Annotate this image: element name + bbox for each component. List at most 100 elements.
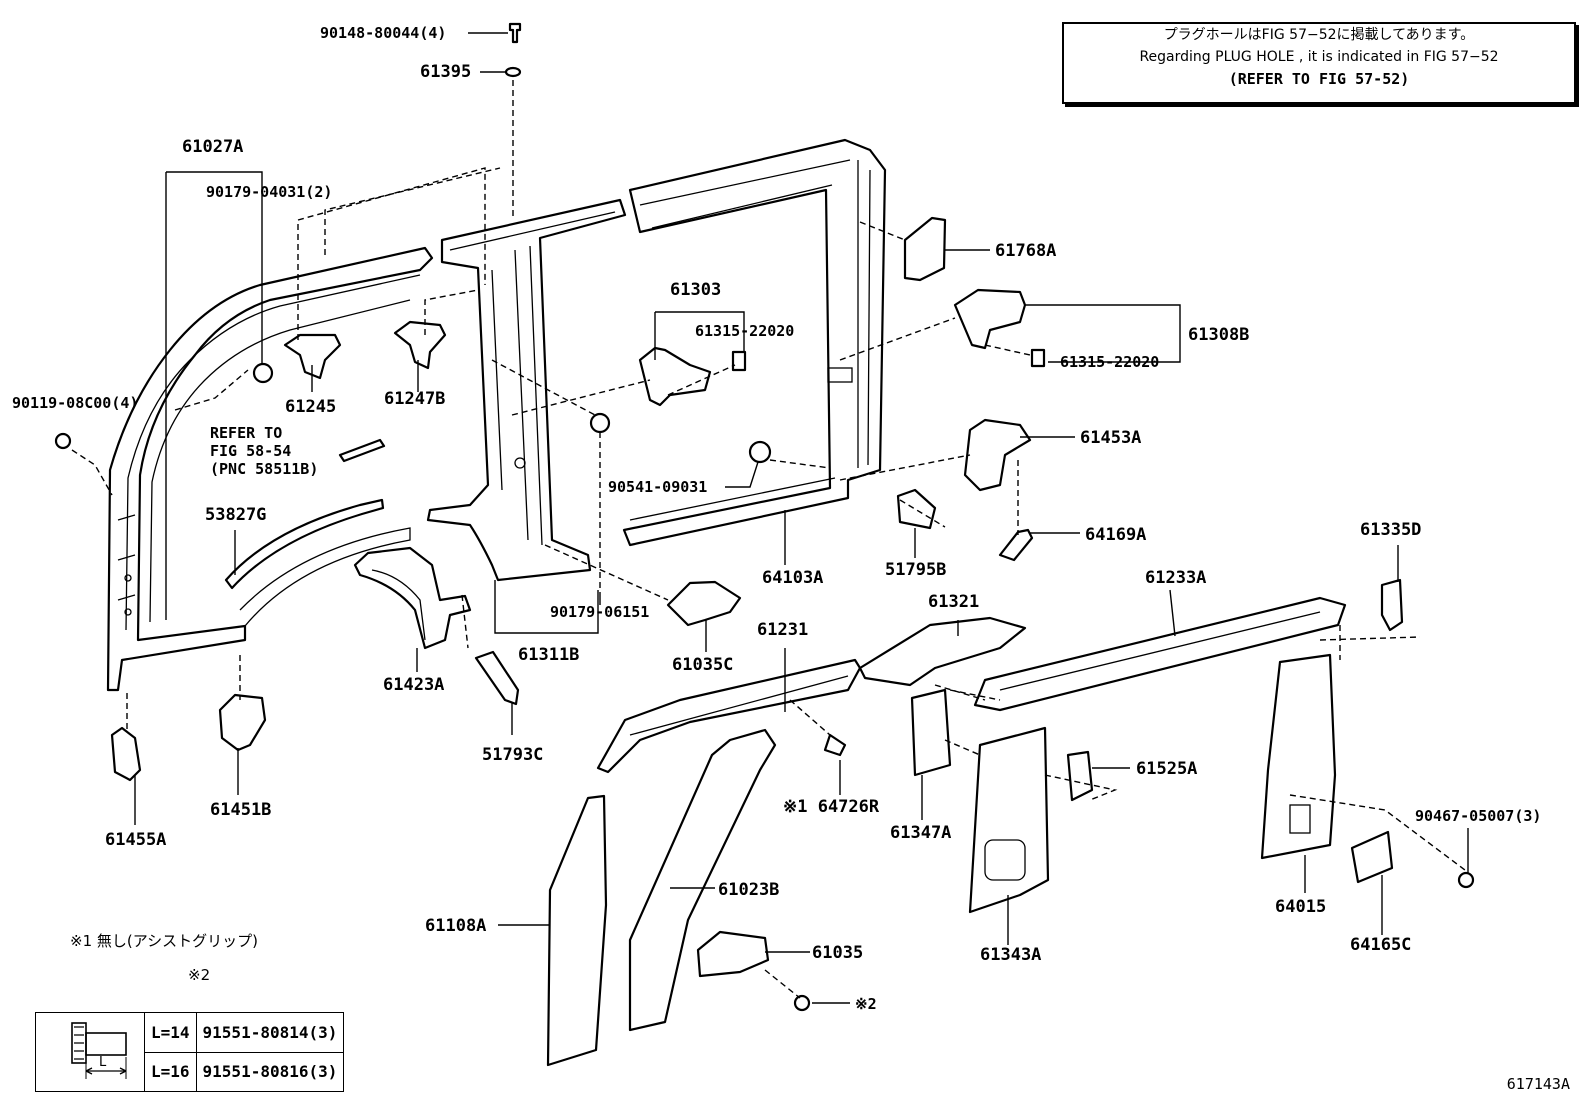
label-61245: 61245 — [285, 397, 336, 417]
label-61395: 61395 — [420, 62, 471, 82]
piece-64169A — [998, 528, 1034, 562]
label-61453A: 61453A — [1080, 428, 1141, 448]
label-61023B: 61023B — [718, 880, 779, 900]
gusset-51793C — [474, 650, 520, 706]
bracket-61453A — [963, 418, 1032, 492]
note-line-ref: (REFER TO FIG 57-52) — [1228, 70, 1410, 88]
label-star2: ※2 — [855, 995, 877, 1013]
row1-length: L=14 — [144, 1012, 197, 1053]
label-61311B: 61311B — [518, 645, 579, 665]
bolt-90467 — [1457, 871, 1475, 889]
plug-hole-note: プラグホールはFIG 57−52に掲載してあります。 Regarding PLU… — [1062, 22, 1576, 104]
label-refer-2: FIG 58-54 — [210, 442, 291, 460]
label-90179-04031: 90179-04031(2) — [206, 183, 332, 201]
label-61321: 61321 — [928, 592, 979, 612]
bracket-61308B — [953, 288, 1027, 350]
label-61423A: 61423A — [383, 675, 444, 695]
label-61035: 61035 — [812, 943, 863, 963]
bracket-61035 — [696, 930, 770, 978]
label-61247B: 61247B — [384, 389, 445, 409]
label-61308B: 61308B — [1188, 325, 1249, 345]
label-53827G: 53827G — [205, 505, 266, 525]
assembly-lines — [71, 80, 1466, 999]
panel-64015 — [1260, 653, 1337, 860]
label-61768A: 61768A — [995, 241, 1056, 261]
label-61315-22020-a: 61315-22020 — [695, 322, 794, 340]
footnote-1: ※1 無し(アシストグリップ) — [70, 932, 258, 950]
label-64165C: 64165C — [1350, 935, 1411, 955]
pillar-61343A — [968, 726, 1050, 914]
table-header: ※2 — [188, 966, 211, 984]
label-61335D: 61335D — [1360, 520, 1421, 540]
clip-90179-06151 — [589, 412, 611, 434]
label-51795B: 51795B — [885, 560, 946, 580]
label-61315-22020-b: 61315-22020 — [1060, 353, 1159, 371]
grommet-90541 — [748, 440, 772, 464]
sill-61231 — [596, 658, 862, 774]
clip-61315-b — [1030, 348, 1046, 368]
pad-61525A — [1066, 750, 1094, 802]
plate-61347A — [910, 688, 952, 777]
pillar-61023B — [628, 728, 777, 1032]
bracket-61035C — [666, 580, 742, 627]
cap-64726R — [823, 733, 847, 757]
bolt-spec-table: L L=14 91551-80814(3) L=16 91551-80816(3… — [35, 1012, 345, 1092]
label-refer-1: REFER TO — [210, 424, 282, 442]
label-61233A: 61233A — [1145, 568, 1206, 588]
label-64726R: ※1 64726R — [783, 797, 880, 817]
center-pillar — [426, 198, 627, 582]
quarter-panel-outer — [106, 246, 434, 692]
note-line-jp: プラグホールはFIG 57−52に掲載してあります。 — [1163, 27, 1475, 43]
label-61231: 61231 — [757, 620, 808, 640]
figure-number: 617143A — [1506, 1075, 1570, 1093]
label-61027A: 61027A — [182, 137, 243, 157]
bracket-51795B — [896, 488, 937, 530]
bracket-61451B — [218, 693, 267, 752]
leader-lines — [134, 32, 1469, 1004]
label-61108A: 61108A — [425, 916, 486, 936]
panel-64165C — [1350, 830, 1394, 884]
label-90541: 90541-09031 — [608, 478, 707, 496]
washer-61395 — [504, 66, 522, 78]
label-64015: 64015 — [1275, 897, 1326, 917]
door-frame-panel — [622, 138, 887, 547]
row2-length: L=16 — [144, 1051, 197, 1092]
note-line-en: Regarding PLUG HOLE , it is indicated in… — [1139, 49, 1499, 65]
bracket-61455A — [110, 726, 142, 782]
table-row: L L=14 91551-80814(3) — [35, 1012, 345, 1092]
bolt-star2 — [793, 994, 811, 1012]
clip-61315-a — [731, 350, 747, 372]
wheelhouse-inner — [353, 546, 472, 650]
dim-label: L — [99, 1055, 107, 1070]
label-64169A: 64169A — [1085, 525, 1146, 545]
label-refer-3: (PNC 58511B) — [210, 460, 318, 478]
label-61347A: 61347A — [890, 823, 951, 843]
label-61451B: 61451B — [210, 800, 271, 820]
bracket-61768A — [903, 216, 947, 282]
bolt-illustration: L — [35, 1012, 145, 1092]
label-90148: 90148-80044(4) — [320, 24, 446, 42]
bolt-icon: L — [71, 1022, 127, 1079]
row2-part: 91551-80816(3) — [195, 1051, 345, 1092]
label-90119: 90119-08C00(4) — [12, 394, 138, 412]
label-61303: 61303 — [670, 280, 721, 300]
refer-strip — [338, 438, 386, 463]
bracket-61247B — [393, 320, 447, 370]
label-61343A: 61343A — [980, 945, 1041, 965]
label-90467: 90467-05007(3) — [1415, 807, 1541, 825]
label-64103A: 64103A — [762, 568, 823, 588]
bolt-90148 — [508, 22, 522, 44]
label-51793C: 51793C — [482, 745, 543, 765]
row1-part: 91551-80814(3) — [195, 1012, 345, 1053]
pillar-61108A — [546, 794, 608, 1067]
table-row: L=16 91551-80816(3) — [36, 1051, 345, 1092]
label-61455A: 61455A — [105, 830, 166, 850]
label-61525A: 61525A — [1136, 759, 1197, 779]
wheel-arch-strip — [224, 498, 385, 590]
bolt-90119 — [54, 432, 72, 450]
label-61035C: 61035C — [672, 655, 733, 675]
bracket-61245 — [283, 333, 342, 380]
clip-90179 — [252, 362, 274, 384]
